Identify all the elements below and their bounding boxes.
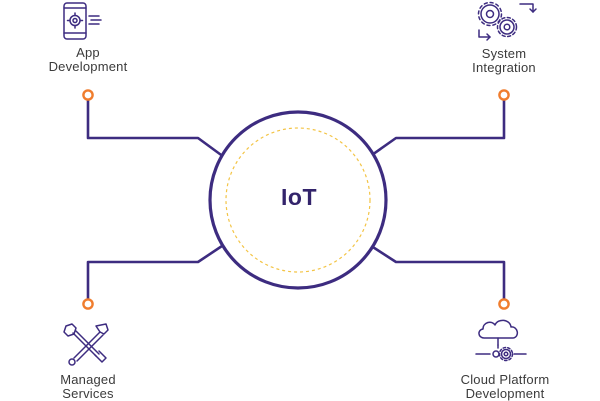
- cloud-gear-icon: [475, 319, 527, 362]
- center-dashed-ring: [225, 127, 371, 273]
- gears-sync-icon: [477, 1, 537, 41]
- label-system-line1: System: [481, 46, 527, 61]
- label-cloud-line2: Development: [465, 386, 545, 401]
- connector-system: [360, 98, 506, 164]
- smartphone-gear-icon: [63, 2, 102, 40]
- label-system-integration: System Integration: [444, 47, 564, 75]
- label-system-line2: Integration: [472, 60, 536, 75]
- node-dot-cloud: [498, 298, 510, 310]
- node-dot-app: [82, 89, 94, 101]
- label-managed-services: Managed Services: [28, 373, 148, 401]
- connector-managed: [86, 240, 230, 302]
- label-app-development: App Development: [28, 46, 148, 74]
- center-label: IoT: [281, 184, 317, 210]
- node-dot-system: [498, 89, 510, 101]
- label-cloud-platform-development: Cloud Platform Development: [430, 373, 580, 401]
- label-managed-line2: Services: [62, 386, 114, 401]
- wrench-screwdriver-icon: [63, 323, 109, 366]
- node-dot-managed: [82, 298, 94, 310]
- connectors: [86, 98, 506, 302]
- label-managed-line1: Managed: [60, 372, 116, 387]
- connector-app: [86, 98, 230, 162]
- label-app-line1: App: [76, 45, 100, 60]
- center-hub: [208, 110, 388, 290]
- center-circle: [208, 110, 388, 290]
- label-cloud-line1: Cloud Platform: [460, 372, 550, 387]
- connector-cloud: [360, 238, 506, 302]
- label-app-line2: Development: [48, 59, 128, 74]
- node-dots: [82, 89, 510, 310]
